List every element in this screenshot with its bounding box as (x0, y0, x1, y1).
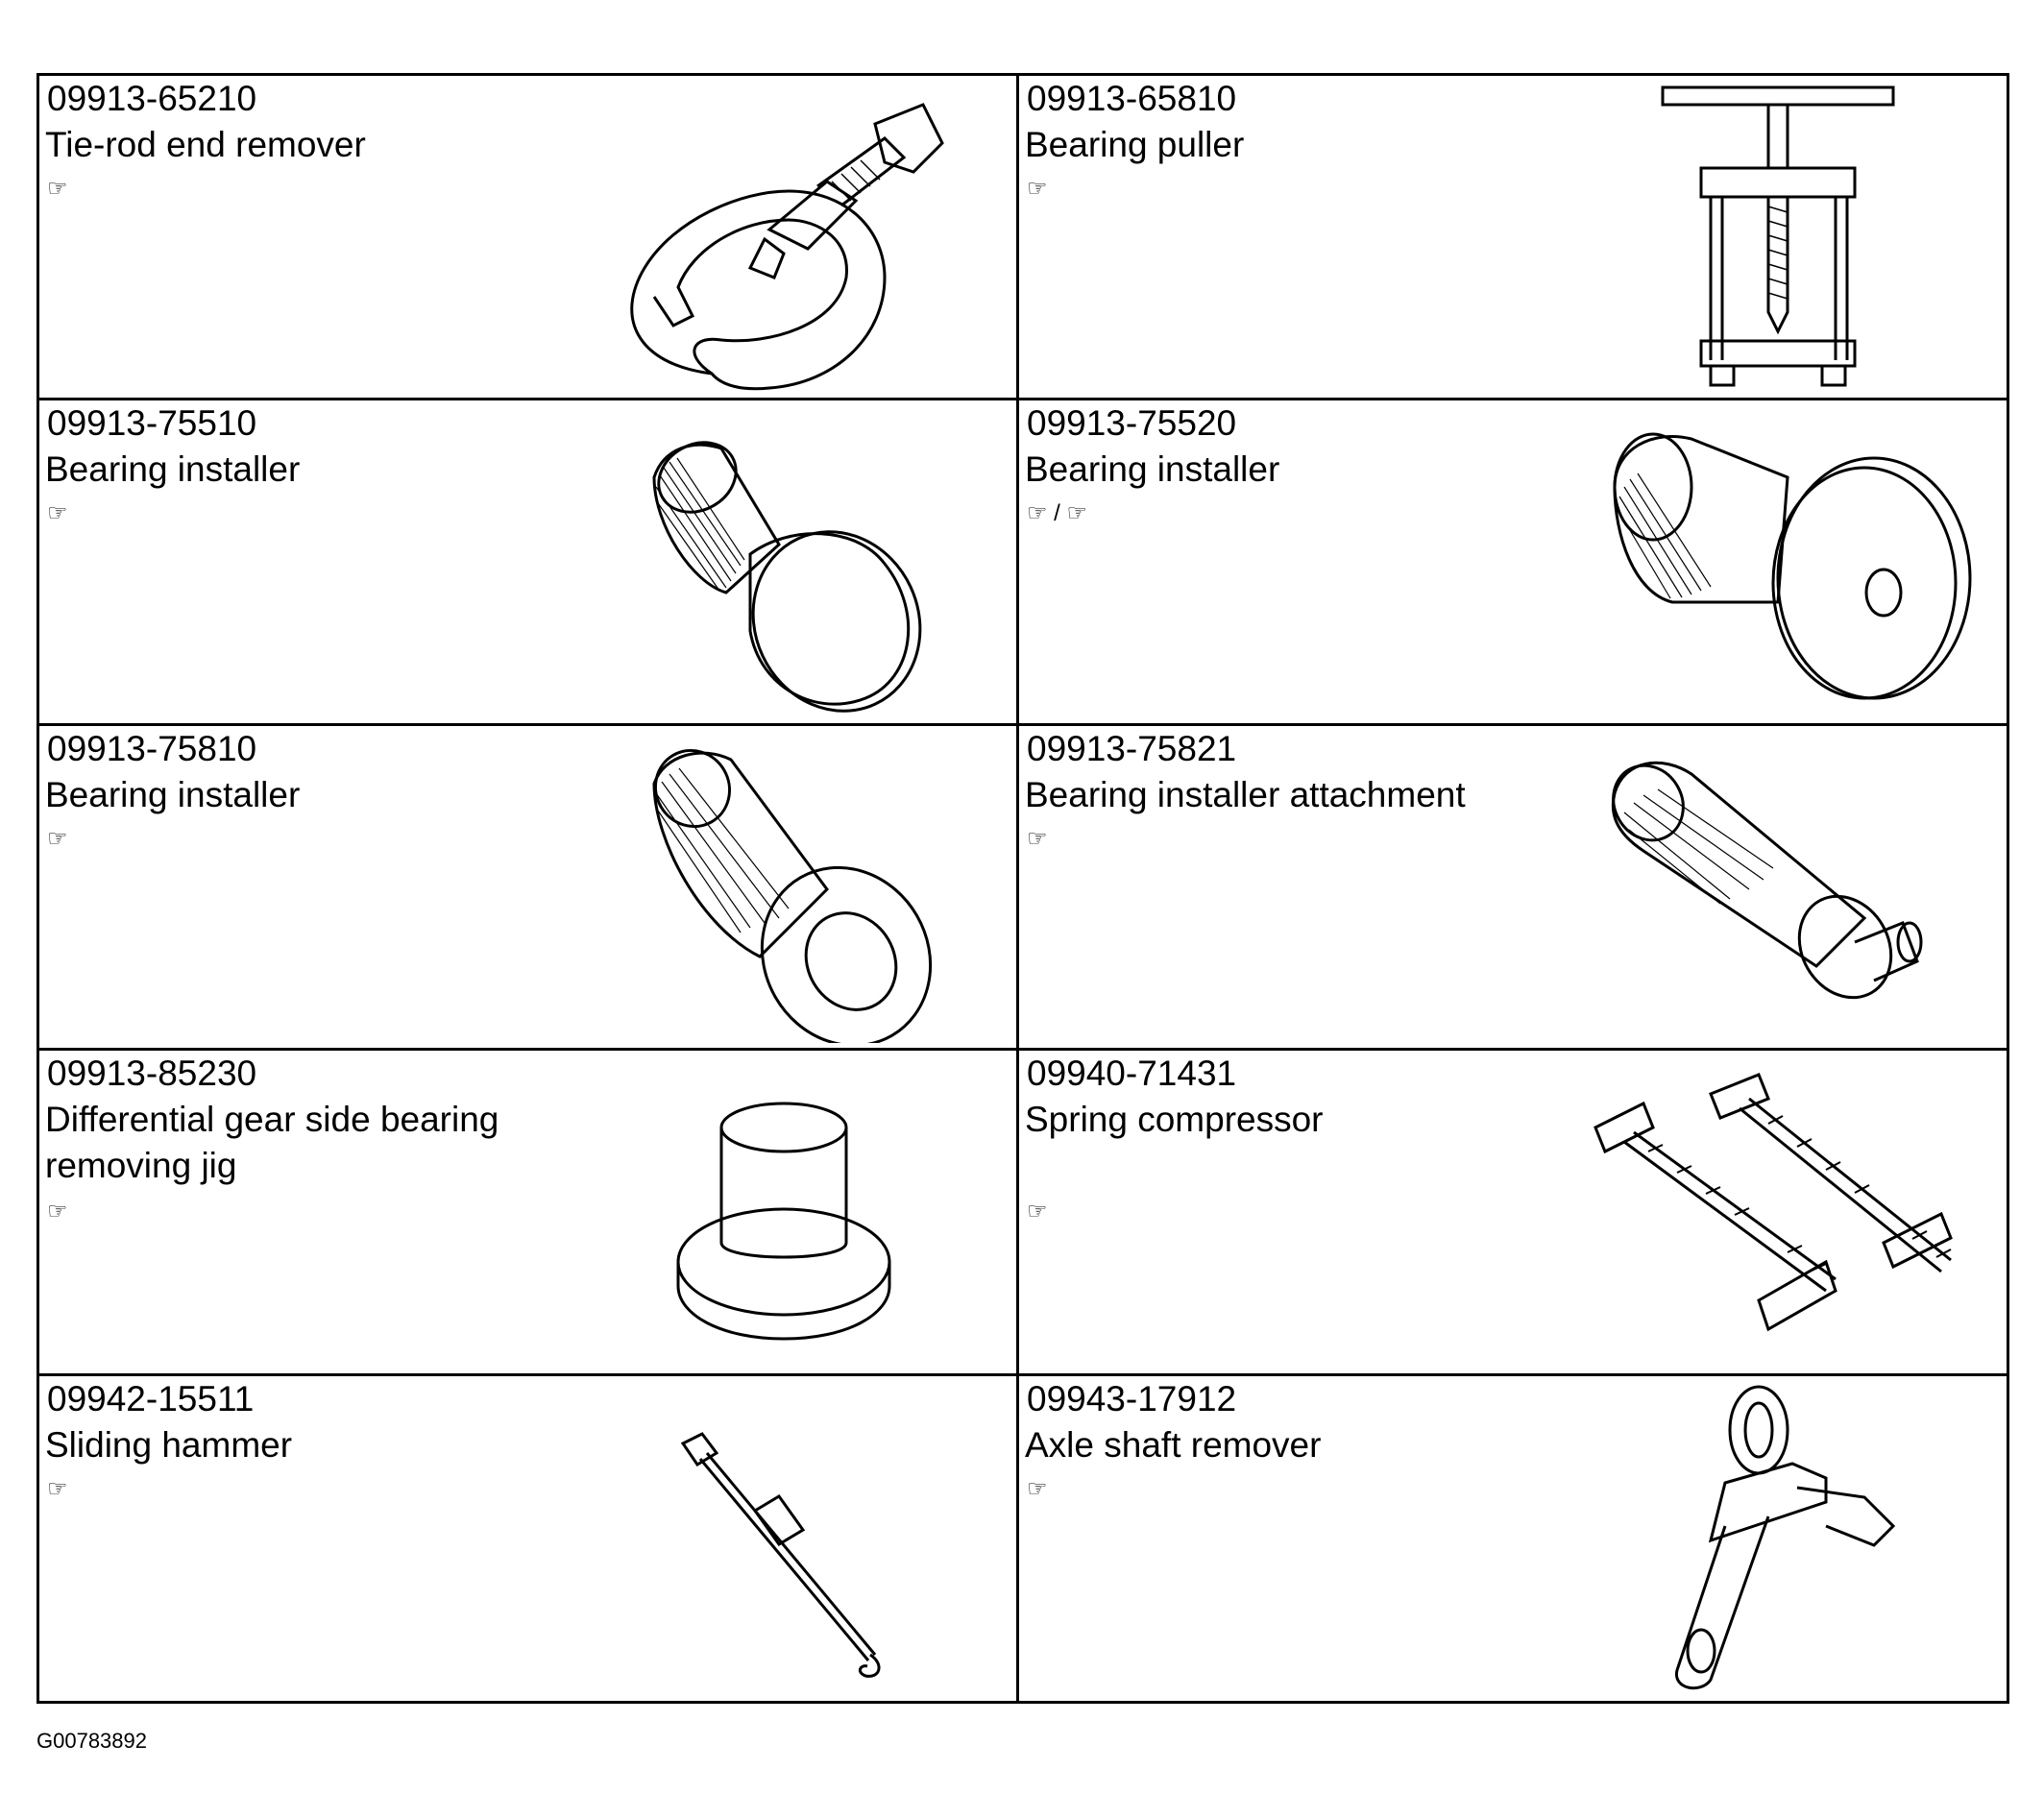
reference-icon[interactable]: ☞ (1027, 1475, 1048, 1502)
reference-icon[interactable]: ☞ (1027, 1199, 1048, 1225)
tool-name: Bearing installer (45, 449, 301, 490)
tool-cell: 09913-75510 Bearing installer ☞ (39, 400, 1019, 726)
special-tools-table: 09913-65210 Tie-rod end remover ☞ (36, 73, 2009, 1704)
tool-cell: 09940-71431 Spring compressor ☞ (1019, 1051, 2007, 1376)
reference-icon[interactable]: ☞ (47, 1199, 68, 1225)
part-number: 09913-85230 (47, 1054, 257, 1094)
tool-cell: 09913-75821 Bearing installer attachment… (1019, 726, 2007, 1052)
part-number: 09913-75821 (1027, 728, 1237, 768)
tool-name: Bearing puller (1025, 125, 1245, 164)
removing-jig-illustration (664, 1099, 904, 1348)
tool-name: Sliding hammer (45, 1424, 293, 1465)
tool-name: Differential gear side bearing removing … (45, 1100, 499, 1186)
part-number: 09943-17912 (1027, 1378, 1237, 1418)
tie-rod-end-remover-illustration (596, 85, 1000, 398)
tool-name: Bearing installer attachment (1025, 774, 1466, 814)
reference-icon[interactable]: ☞ (47, 1475, 68, 1502)
reference-icon[interactable]: ☞ (47, 500, 68, 527)
part-number: 09942-15511 (47, 1378, 255, 1418)
tool-name: Spring compressor (1025, 1100, 1324, 1140)
reference-icon[interactable]: ☞ (1027, 825, 1048, 852)
tool-cell: 09942-15511 Sliding hammer ☞ (39, 1375, 1019, 1701)
tool-name: Bearing installer (45, 774, 301, 814)
tool-cell: 09943-17912 Axle shaft remover ☞ (1019, 1376, 2007, 1701)
tool-name: Bearing installer (1025, 449, 1280, 490)
part-number: 09940-71431 (1027, 1054, 1237, 1094)
bearing-installer-illustration (635, 420, 961, 717)
tool-cell: 09913-65810 Bearing puller ☞ (1019, 76, 2007, 401)
axle-shaft-remover-illustration (1634, 1382, 1922, 1699)
tool-cell: 09913-75520 Bearing installer ☞ / ☞ (1019, 400, 2007, 726)
reference-icon[interactable]: ☞ (1027, 176, 1048, 202)
figure-id: G00783892 (36, 1729, 147, 1753)
part-number: 09913-75520 (1027, 403, 1237, 444)
tool-cell: 09913-75810 Bearing installer ☞ (39, 725, 1019, 1052)
bearing-installer-illustration (635, 736, 961, 1043)
part-number: 09913-75810 (47, 728, 257, 768)
bearing-installer-illustration (1595, 420, 1980, 717)
tool-name: Axle shaft remover (1025, 1424, 1322, 1465)
tool-name: Tie-rod end remover (45, 125, 366, 164)
part-number: 09913-65810 (1027, 79, 1237, 118)
tool-cell: 09913-85230 Differential gear side beari… (39, 1051, 1019, 1376)
sliding-hammer-illustration (664, 1424, 904, 1684)
spring-compressor-illustration (1557, 1060, 1999, 1368)
part-number: 09913-75510 (47, 403, 257, 444)
reference-icon[interactable]: ☞ (47, 176, 68, 202)
part-number: 09913-65210 (47, 79, 257, 118)
bearing-installer-attachment-illustration (1586, 745, 1970, 1033)
tool-cell: 09913-65210 Tie-rod end remover ☞ (39, 76, 1019, 401)
reference-icon[interactable]: ☞ / ☞ (1027, 500, 1088, 527)
bearing-puller-illustration (1643, 82, 1912, 398)
reference-icon[interactable]: ☞ (47, 825, 68, 852)
